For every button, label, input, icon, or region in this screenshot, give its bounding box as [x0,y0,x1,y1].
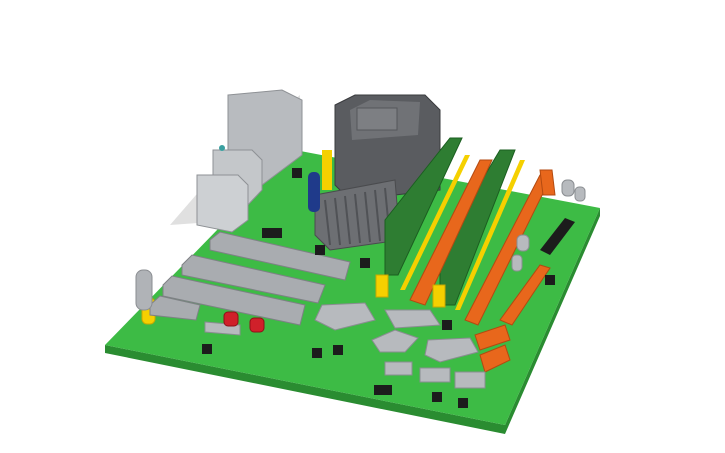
red-capacitors [223,311,265,333]
heatsink [314,179,401,251]
capacitor-yellow-top [322,150,332,190]
io-panel [196,89,303,233]
orange-slots [409,159,556,373]
board-edge [105,208,600,434]
cpu-cooler [334,94,441,201]
small-components [202,168,575,408]
ram-modules [384,137,525,310]
capacitor-blue [308,172,320,212]
capacitor-gray [135,269,153,311]
chips [204,302,486,389]
connectors-right [511,179,586,272]
expansion-slots [149,231,351,326]
